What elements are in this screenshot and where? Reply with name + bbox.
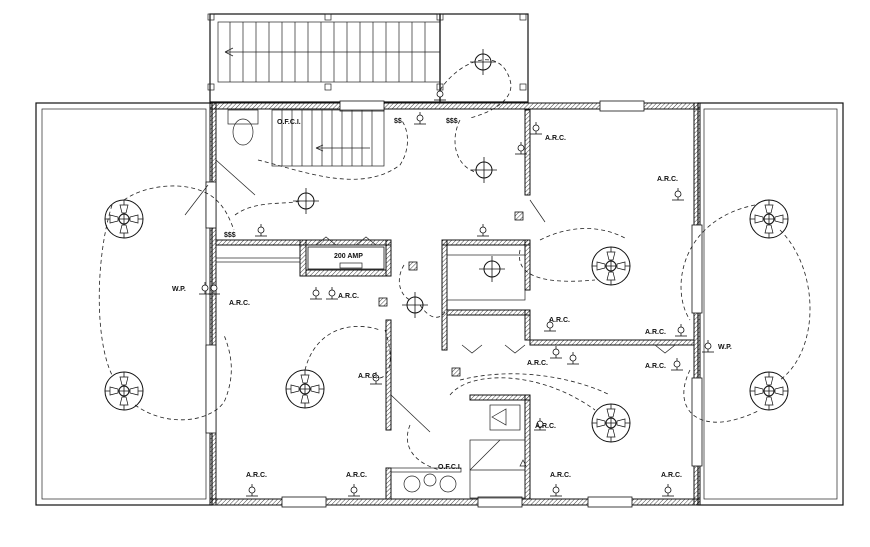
exterior-walls — [205, 100, 703, 508]
arc-label: A.R.C. — [550, 472, 571, 479]
amp-panel-label: 200 AMP — [334, 253, 363, 260]
outlet-icon — [674, 323, 688, 337]
smoke-detector-icon — [514, 211, 524, 221]
wiring — [98, 59, 811, 471]
ceiling-fan-icon — [104, 371, 144, 411]
outlet-icon — [476, 223, 490, 237]
outlet-icon — [670, 357, 684, 371]
interior-walls — [215, 109, 695, 500]
smoke-detectors — [378, 211, 524, 377]
outlet-icon — [661, 483, 675, 497]
ofci-label-top: O.F.C.I. — [277, 119, 301, 126]
outlet-icon — [549, 483, 563, 497]
ceiling-fan-icon — [591, 246, 631, 286]
interior-staircase — [271, 109, 385, 167]
arc-label: A.R.C. — [549, 317, 570, 324]
arc-label: A.R.C. — [645, 329, 666, 336]
arc-label: A.R.C. — [346, 472, 367, 479]
wp-label-left: W.P. — [172, 286, 186, 293]
arc-label: A.R.C. — [527, 360, 548, 367]
switch-label: $$$ — [446, 118, 458, 125]
outlet-icon — [529, 121, 543, 135]
outlet-icon — [671, 187, 685, 201]
ceiling-light-icon — [478, 255, 506, 283]
arc-label: A.R.C. — [545, 135, 566, 142]
outlet-icon — [549, 345, 563, 359]
arc-label: A.R.C. — [229, 300, 250, 307]
outlets — [198, 87, 715, 497]
smoke-detector-icon — [451, 367, 461, 377]
arc-label: A.R.C. — [535, 423, 556, 430]
outlet-icon — [254, 223, 268, 237]
arc-label: A.R.C. — [657, 176, 678, 183]
water-heater — [403, 473, 457, 493]
ceiling-light-icon — [470, 156, 498, 184]
smoke-detector-icon — [378, 297, 388, 307]
outlet-icon — [309, 286, 323, 300]
outlet-icon — [325, 286, 339, 300]
electrical-panel — [307, 246, 385, 270]
toilet-top — [227, 109, 259, 146]
ceiling-fan-icon — [104, 199, 144, 239]
bottom-stair-landing — [469, 404, 527, 499]
switch-label: $$$ — [224, 232, 236, 239]
ceiling-light-icon — [292, 187, 320, 215]
smoke-detector-icon — [408, 261, 418, 271]
switch-label: $$ — [394, 118, 402, 125]
wp-label-right: W.P. — [718, 344, 732, 351]
ofci-label-bottom: O.F.C.I. — [438, 464, 462, 471]
arc-label: A.R.C. — [338, 293, 359, 300]
ceiling-fan-icon — [591, 403, 631, 443]
ceiling-fan-icon — [285, 369, 325, 409]
arc-label: A.R.C. — [645, 363, 666, 370]
outlet-icon — [198, 281, 212, 295]
arc-label: A.R.C. — [246, 472, 267, 479]
left-porch — [35, 102, 213, 506]
arc-label: A.R.C. — [358, 373, 379, 380]
doors — [184, 159, 676, 471]
outlet-icon — [245, 483, 259, 497]
outlet-icon — [347, 483, 361, 497]
plan-labels: O.F.C.I. O.F.C.I. 200 AMP W.P. W.P. A.R.… — [172, 118, 732, 479]
outlet-icon — [413, 111, 427, 125]
outlet-icon — [566, 351, 580, 365]
right-porch — [697, 102, 844, 506]
ceiling-light-icon — [401, 291, 429, 319]
top-staircase — [207, 13, 529, 103]
arc-label: A.R.C. — [661, 472, 682, 479]
